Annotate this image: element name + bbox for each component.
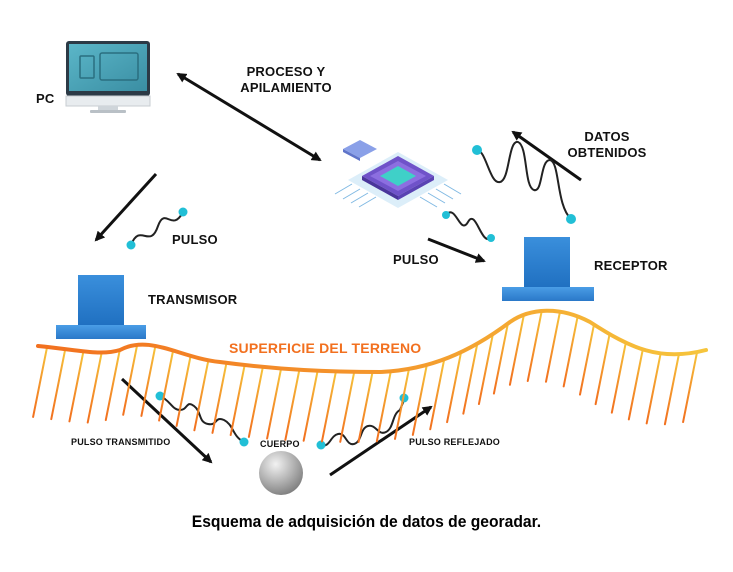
ground-surface-line: [36, 308, 708, 375]
receiver-label: RECEPTOR: [594, 258, 668, 273]
pulse-wave-transmit: [130, 211, 184, 246]
monitor-icon: [65, 41, 151, 113]
data-obtained-label: DATOS OBTENIDOS: [552, 129, 662, 161]
transmitter-label: TRANSMISOR: [148, 292, 238, 307]
ground-hatch-line: [375, 370, 392, 443]
surface-label: SUPERFICIE DEL TERRENO: [229, 340, 422, 356]
transmitted-pulse-label: PULSO TRANSMITIDO: [71, 437, 171, 447]
ground-hatch-line: [86, 351, 103, 424]
ground-hatch-line: [610, 341, 627, 414]
ground-hatch-line: [526, 309, 543, 382]
transmitter-antenna-icon: [56, 275, 146, 339]
ground-hatch-line: [211, 361, 228, 434]
pulse-wave-receiver: [445, 211, 492, 241]
data-obtained-line1: DATOS: [584, 129, 630, 144]
ground-hatch-line: [320, 370, 337, 443]
pulse-receiver-label: PULSO: [393, 252, 439, 267]
processing-label-line2: APILAMIENTO: [240, 80, 332, 95]
ground-hatch-line: [284, 368, 301, 441]
pulse-wave-transmitted-underground: [159, 395, 245, 443]
pulse-wave-reflected-underground: [320, 399, 405, 447]
ground-hatch-line: [663, 353, 680, 426]
ground-hatch-line: [50, 348, 67, 421]
data-obtained-line2: OBTENIDOS: [567, 145, 647, 160]
ground-hatch-line: [229, 364, 246, 437]
ground-hatch-line: [462, 342, 479, 415]
reflected-pulse-label: PULSO REFLEJADO: [409, 437, 501, 447]
ground-hatch-line: [302, 369, 319, 442]
ground-hatch-line: [411, 363, 428, 436]
ground-hatch-line: [645, 352, 662, 425]
processor-chip-icon: [334, 140, 462, 208]
ground-hatch-line: [579, 323, 596, 396]
ground-hatch-line: [357, 370, 374, 443]
ground-hatch-line: [122, 343, 139, 416]
ground-hatch-line: [429, 358, 446, 431]
ground-hatch-line: [393, 367, 410, 440]
ground-hatch-line: [477, 333, 494, 406]
ground-hatch-line: [339, 370, 356, 443]
pulse-transmit-label: PULSO: [172, 232, 218, 247]
ground-hatch-line: [594, 333, 611, 406]
arrow-pulse-reflected: [329, 405, 433, 477]
ground-hatch-line: [104, 349, 121, 422]
processing-label-line1: PROCESO Y: [246, 64, 326, 79]
ground-hatch-line: [247, 365, 264, 438]
ground-hatch-line: [545, 310, 562, 383]
arrow-pulse-transmitted: [120, 377, 213, 464]
ground-hatch-line: [193, 359, 210, 432]
ground-hatch-line: [562, 315, 579, 388]
figure-caption: Esquema de adquisición de datos de geora…: [191, 512, 542, 531]
arrow-pc-to-transmitter: [94, 172, 158, 242]
ground-hatch-line: [682, 351, 699, 424]
receiver-antenna-icon: [502, 237, 594, 301]
ground-hatch-line: [266, 367, 283, 440]
ground-hatch-line: [627, 348, 644, 421]
pc-label: PC: [36, 91, 55, 106]
ground-hatch-lines: [32, 309, 699, 443]
ground-hatch-line: [175, 354, 192, 427]
processing-label: PROCESO Y APILAMIENTO: [231, 64, 341, 96]
ground-hatch-line: [492, 322, 509, 395]
arrow-pc-processing: [176, 72, 322, 162]
ground-hatch-line: [140, 344, 157, 417]
buried-body-sphere-icon: [259, 451, 303, 495]
ground-hatch-line: [508, 313, 525, 386]
body-label: CUERPO: [260, 439, 300, 449]
ground-hatch-line: [446, 351, 463, 424]
arrow-pulse-to-receiver: [427, 237, 486, 263]
pulse-wave-data: [476, 141, 572, 220]
ground-hatch-line: [68, 350, 85, 423]
arrow-data-to-processing: [511, 130, 582, 182]
ground-hatch-line: [158, 349, 175, 422]
ground-hatch-line: [32, 345, 49, 418]
